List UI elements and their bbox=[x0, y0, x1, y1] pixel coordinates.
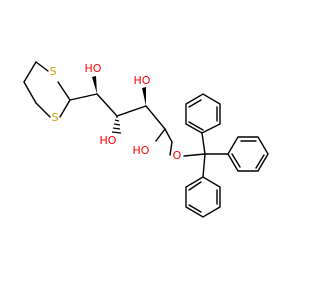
bond bbox=[59, 99, 71, 118]
bond bbox=[164, 128, 173, 143]
wedge-bond bbox=[92, 76, 97, 94]
hydroxyl-label: HO bbox=[100, 134, 117, 147]
hashed-bonds bbox=[111, 116, 122, 134]
bond bbox=[201, 132, 206, 155]
phenyl-ring-right bbox=[227, 136, 269, 172]
bond bbox=[57, 81, 71, 101]
bond bbox=[96, 93, 118, 117]
bond bbox=[145, 105, 166, 130]
phenyl-ring-top bbox=[185, 93, 221, 134]
bond bbox=[23, 61, 37, 83]
hydroxyl-label: HO bbox=[134, 74, 151, 87]
stereo-bonds bbox=[92, 76, 146, 106]
molecule-drawing: S S HO HO HO HO O bbox=[23, 61, 269, 218]
bond bbox=[169, 141, 173, 156]
bond bbox=[35, 102, 51, 118]
hydroxyl-label: HO bbox=[133, 144, 150, 157]
bond bbox=[35, 61, 49, 72]
dithiane-ring bbox=[23, 61, 71, 118]
bond bbox=[183, 153, 206, 157]
wedge-bond bbox=[142, 87, 146, 106]
bond bbox=[69, 93, 98, 101]
bond bbox=[155, 128, 166, 142]
bond bbox=[23, 81, 37, 104]
bond bbox=[202, 153, 206, 178]
structure-canvas: S S HO HO HO HO O bbox=[23, 61, 269, 218]
sulfur-atom-label: S bbox=[50, 65, 57, 78]
bond bbox=[116, 105, 147, 117]
hydroxyl-label: HO bbox=[85, 62, 102, 75]
phenyl-ring-bottom bbox=[185, 176, 221, 218]
sulfur-atom-label: S bbox=[52, 111, 59, 124]
ether-oxygen-label: O bbox=[173, 149, 182, 162]
